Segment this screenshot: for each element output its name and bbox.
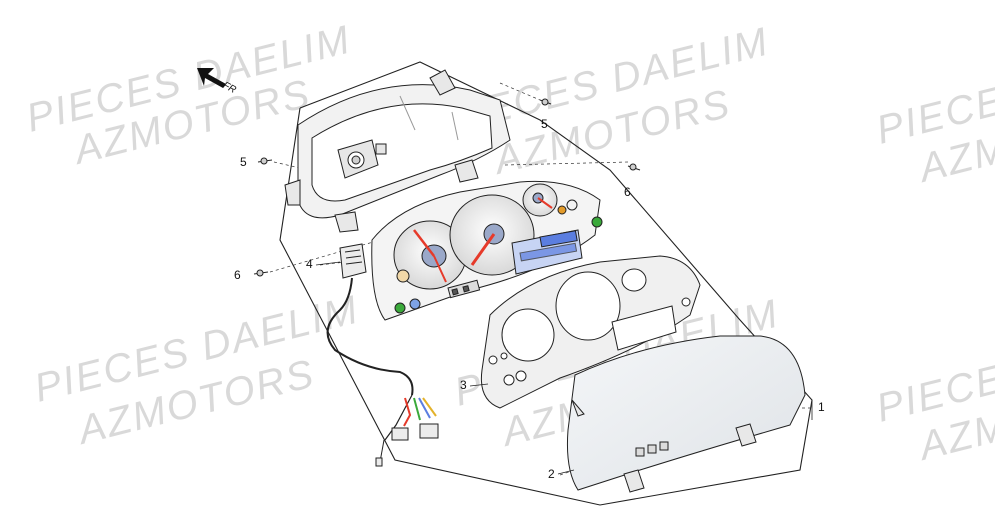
rear-case: [284, 69, 511, 233]
callout-leaders: [315, 261, 813, 475]
callout-3: 3: [460, 378, 467, 392]
gauge-cluster-body: [371, 180, 603, 321]
callout-6: 6: [624, 185, 631, 199]
callout-4: 4: [306, 257, 313, 271]
callout-2: 2: [548, 467, 555, 481]
callout-1: 1: [818, 400, 825, 414]
wiring-harness: [326, 243, 439, 467]
callout-6: 6: [234, 268, 241, 282]
screw-icon: [253, 98, 641, 277]
front-bezel: [480, 255, 701, 409]
callout-5: 5: [240, 155, 247, 169]
callout-5: 5: [541, 117, 548, 131]
lens-cover: [567, 335, 806, 493]
front-direction-arrow-icon: [197, 68, 226, 88]
